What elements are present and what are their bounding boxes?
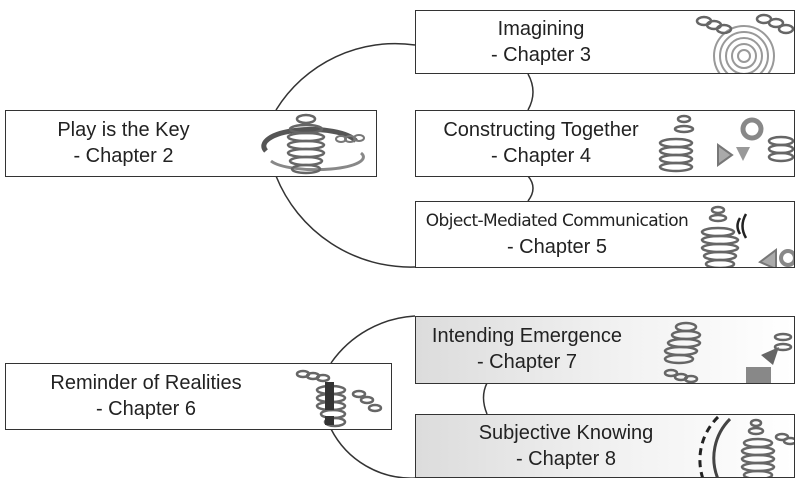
box-reminder-of-realities: Reminder of Realities - Chapter 6	[5, 363, 392, 430]
box-play-is-the-key: Play is the Key - Chapter 2	[5, 110, 377, 177]
box-chapter: - Chapter 2	[73, 145, 174, 167]
box-title: Intending Emergence	[431, 325, 623, 347]
box-imagining: Imagining - Chapter 3	[415, 10, 795, 74]
box-title: Object-Mediated Communication	[425, 211, 689, 231]
dashed-arc-icon	[698, 415, 720, 477]
box-object-mediated-communication: Object-Mediated Communication - Chapter …	[415, 201, 795, 268]
box-constructing-together: Constructing Together - Chapter 4	[415, 110, 795, 177]
spring-figure-icon	[261, 113, 365, 175]
gear-icon	[740, 117, 764, 141]
spring-figure-icon	[663, 321, 793, 383]
box-title: Imagining	[497, 18, 585, 40]
box-title: Constructing Together	[443, 119, 639, 141]
box-title: Subjective Knowing	[478, 422, 654, 444]
box-chapter: - Chapter 6	[95, 398, 197, 420]
box-chapter: - Chapter 5	[506, 236, 608, 258]
bottom-group-inner-connector	[482, 382, 488, 415]
box-title: Reminder of Realities	[50, 372, 242, 394]
box-chapter: - Chapter 3	[490, 44, 592, 66]
box-chapter: - Chapter 8	[515, 448, 617, 470]
triangle-icon	[717, 143, 734, 167]
top-group-arc	[275, 42, 416, 268]
spring-figure-icon	[295, 369, 383, 428]
top-group-inner-connector	[527, 73, 534, 202]
spring-figure-icon	[700, 205, 794, 267]
sound-wave-icon	[736, 213, 748, 239]
box-chapter: - Chapter 4	[490, 145, 592, 167]
spring-figure-icon	[698, 415, 794, 477]
box-title: Play is the Key	[57, 119, 190, 141]
exclamation-icon	[325, 382, 334, 425]
spring-figure-icon	[658, 114, 794, 173]
box-intending-emergence: Intending Emergence - Chapter 7	[415, 316, 795, 384]
box-subjective-knowing: Subjective Knowing - Chapter 8	[415, 414, 795, 478]
box-chapter: - Chapter 7	[476, 351, 578, 373]
spiral-icon	[695, 13, 794, 73]
arrow-icon	[746, 347, 779, 383]
